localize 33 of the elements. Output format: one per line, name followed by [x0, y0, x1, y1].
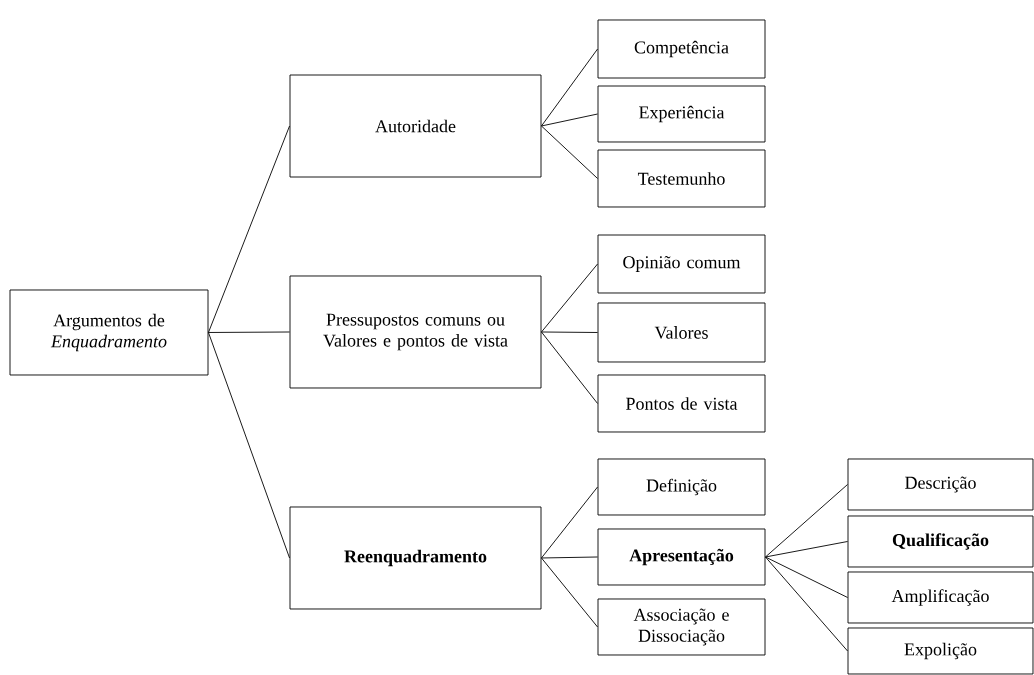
concept-box: Descrição [847, 458, 1034, 511]
concept-box: Apresentação [597, 528, 766, 586]
connector-line [208, 331, 290, 333]
concept-box: Associação e Dissociação [597, 598, 766, 656]
connector-line [208, 332, 290, 559]
connector-line [541, 557, 598, 628]
concept-box: Valores [597, 302, 766, 363]
concept-box: Autoridade [289, 74, 542, 178]
concept-box: Competência [597, 19, 766, 79]
connector-line [765, 484, 848, 558]
concept-box: Pressupostos comuns ou Valores e pontos de vista [289, 275, 542, 389]
concept-box: Pontos de vista [597, 374, 766, 433]
connector-line [765, 556, 848, 652]
connector-line [541, 331, 598, 404]
connector-line [541, 556, 598, 559]
connector-line [765, 541, 848, 558]
concept-box: Amplificação [847, 571, 1034, 624]
connector-line [541, 331, 598, 333]
concept-box: Definição [597, 458, 766, 516]
concept-box: Qualificação [847, 515, 1034, 568]
concept-box: Testemunho [597, 149, 766, 208]
concept-box: Experiência [597, 85, 766, 143]
connector-line [541, 113, 598, 127]
connector-line [541, 48, 598, 127]
connector-line [208, 125, 290, 333]
concept-box: Argumentos de Enquadramento [9, 289, 209, 376]
connector-line [541, 263, 598, 333]
concept-box: Opinião comum [597, 234, 766, 294]
connector-line [541, 125, 598, 179]
concept-box: Reenquadramento [289, 506, 542, 610]
concept-box: Expolição [847, 627, 1034, 675]
connector-line [765, 556, 848, 598]
connector-line [541, 486, 598, 559]
